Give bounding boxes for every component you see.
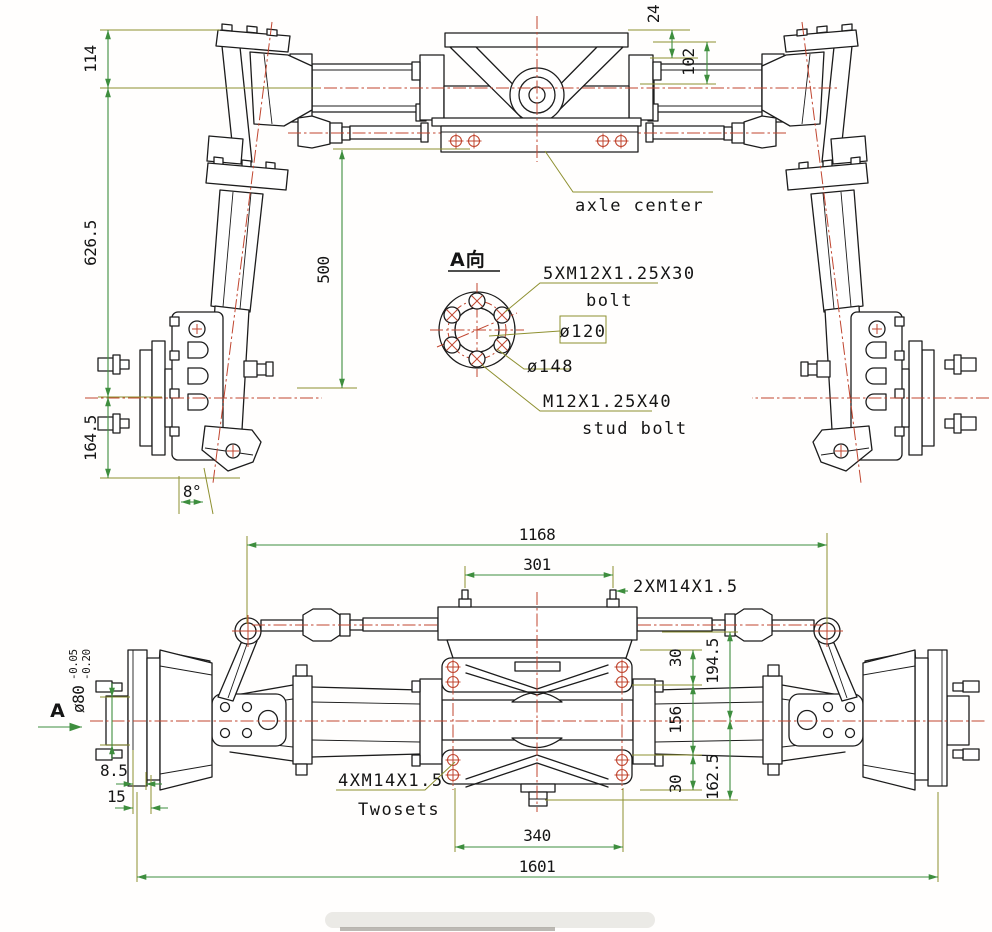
label-axle-center: axle center — [575, 196, 704, 216]
detail-view-a-flange — [430, 283, 524, 377]
top-view-front-axle — [84, 16, 990, 484]
dimension-lines — [38, 29, 939, 882]
dim-axle-dia-main: ø80 — [69, 686, 88, 713]
dim-114: 114 — [81, 45, 100, 72]
dim-194-5: 194.5 — [703, 638, 722, 684]
label-bolt: bolt — [586, 291, 633, 311]
dim-162-5: 162.5 — [703, 754, 722, 800]
dim-8-5: 8.5 — [100, 761, 127, 780]
dim-1168: 1168 — [519, 525, 556, 544]
label-view-arrow-a: A — [50, 700, 66, 722]
label-stud-spec: M12X1.25X40 — [543, 392, 672, 412]
top-view-right-mirror — [632, 21, 990, 484]
bottom-view-plan — [90, 589, 985, 812]
dim-156: 156 — [666, 706, 685, 733]
detail-a-title: A向 — [450, 248, 486, 271]
dim-axle-dia-tol-lower: -0.20 — [80, 649, 93, 680]
dim-kingpin-angle: 8° — [183, 482, 201, 501]
dim-500: 500 — [314, 256, 333, 283]
label-bracket-bolt-spec: 4XM14X1.5 — [338, 771, 444, 791]
label-stud-bolt: stud bolt — [582, 419, 688, 439]
dim-30-top: 30 — [666, 649, 685, 667]
dim-626-5: 626.5 — [81, 220, 100, 266]
dim-301: 301 — [523, 555, 550, 574]
dim-164-5: 164.5 — [81, 415, 100, 461]
dim-30-bottom: 30 — [666, 775, 685, 793]
label-bracket-bolt-note: Twosets — [358, 800, 440, 820]
dim-axle-diameter: ø80 -0.05 -0.20 — [67, 649, 93, 713]
erased-title-block-line — [340, 927, 555, 931]
dim-bolt-circle-dia: ø120 — [560, 322, 607, 342]
dim-340: 340 — [523, 826, 550, 845]
dim-axle-dia-tol-upper: -0.05 — [67, 649, 80, 680]
bottom-view-right-mirror — [633, 608, 980, 791]
label-bolt-spec: 5XM12X1.25X30 — [543, 264, 696, 284]
dim-24: 24 — [644, 5, 663, 23]
dim-flange-dia: ø148 — [527, 357, 574, 377]
label-nipple-spec: 2XM14X1.5 — [633, 577, 739, 597]
dim-102: 102 — [679, 48, 698, 75]
dim-1601: 1601 — [519, 857, 556, 876]
erased-title-block-smudge — [325, 912, 655, 928]
annotations: 114 626.5 164.5 24 102 500 8° axle cente… — [50, 5, 739, 876]
dim-15: 15 — [107, 787, 125, 806]
